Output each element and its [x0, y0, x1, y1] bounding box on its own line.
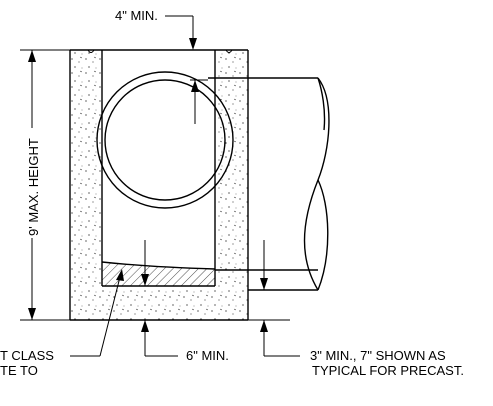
pipe-barrel	[208, 77, 330, 291]
dimension-top-min: 4" MIN.	[115, 8, 208, 124]
structure-outline	[69, 49, 249, 321]
pipe-section	[96, 71, 234, 209]
precast-label-line1: 3" MIN., 7" SHOWN AS	[310, 348, 446, 363]
left-note-line1: T CLASS	[0, 348, 54, 363]
bench-top-line	[101, 261, 216, 270]
left-note-line2: TE TO	[0, 363, 38, 378]
bottom-min-label: 6" MIN.	[186, 348, 229, 363]
dimension-precast: 3" MIN., 7" SHOWN AS TYPICAL FOR PRECAST…	[248, 240, 464, 378]
dimension-max-height: 9' MAX. HEIGHT	[20, 49, 70, 321]
concrete-walls	[70, 50, 248, 320]
dimension-bottom-min: 6" MIN.	[141, 240, 229, 363]
left-leader-note: T CLASS TE TO	[0, 269, 124, 378]
top-min-label: 4" MIN.	[115, 8, 158, 23]
precast-label-line2: TYPICAL FOR PRECAST.	[312, 363, 464, 378]
max-height-label: 9' MAX. HEIGHT	[26, 138, 41, 236]
